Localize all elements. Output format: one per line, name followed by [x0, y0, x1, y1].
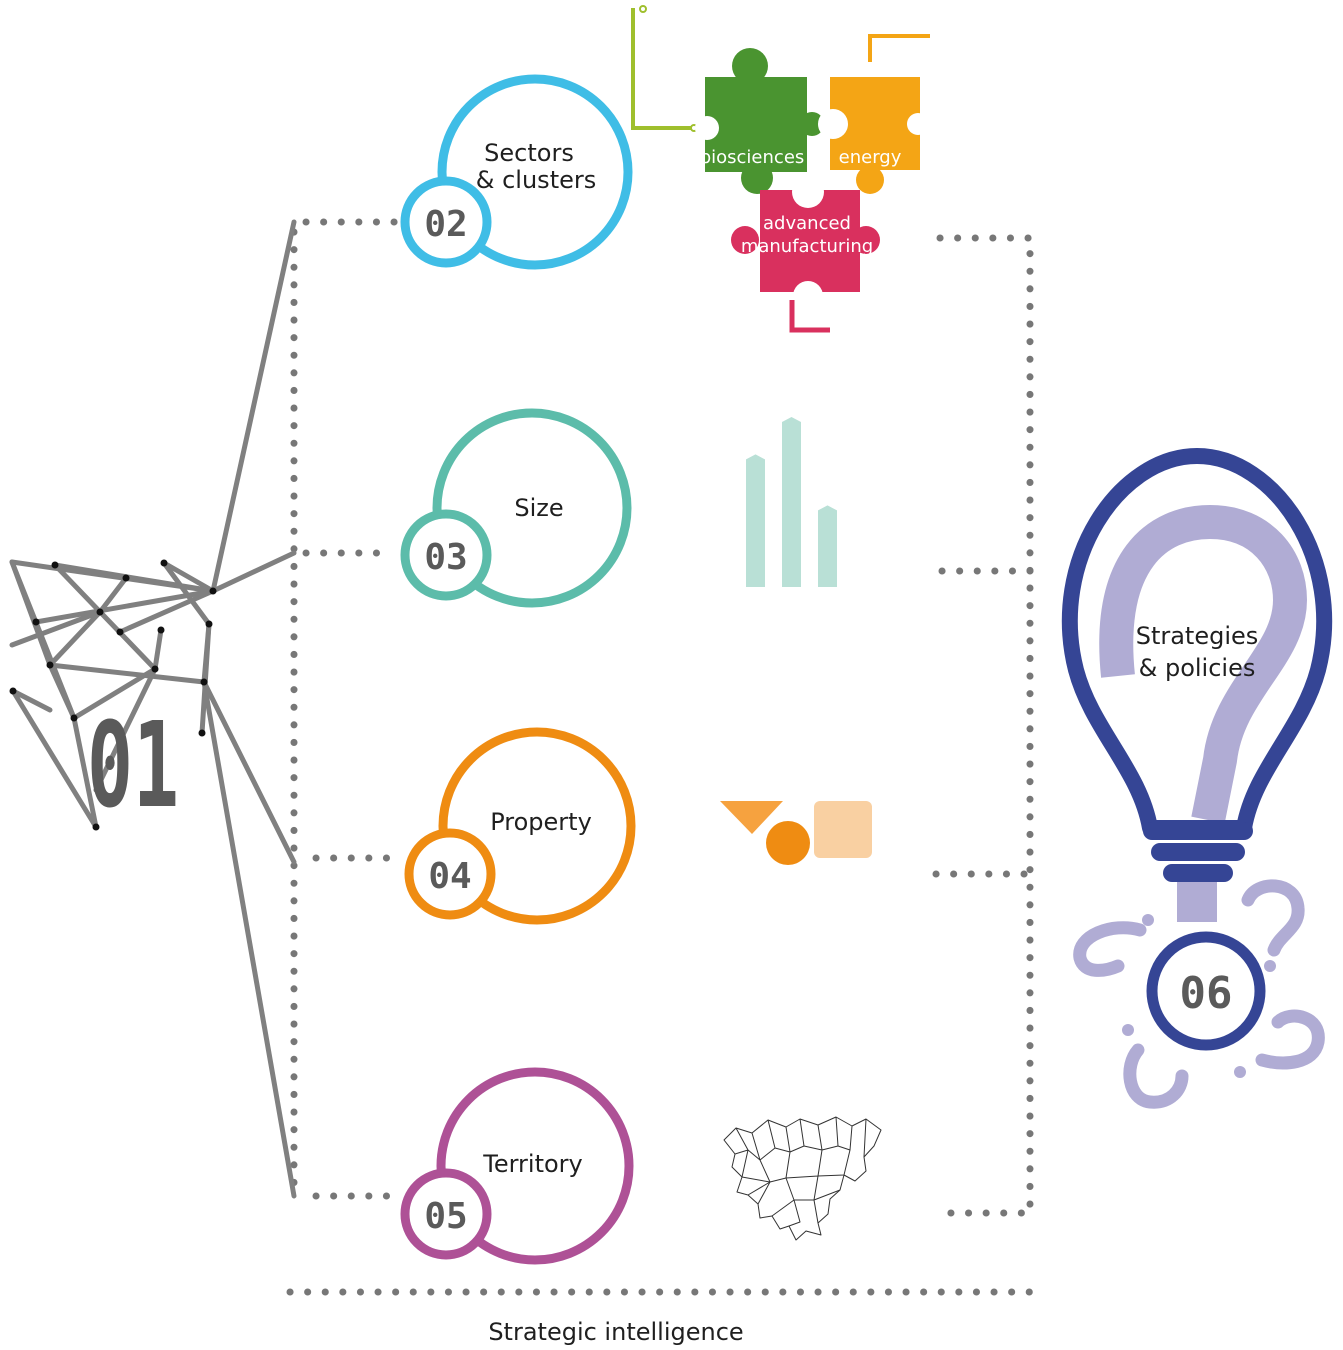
territory-map-icon [723, 1116, 882, 1241]
question-mark-icon [1073, 879, 1325, 1109]
sectors-number: 02 [424, 204, 467, 245]
size-label: Size [514, 494, 563, 522]
puzzle-bracket-magenta [789, 300, 830, 333]
outcome-strategies-policies: Strategies & policies 06 [1061, 448, 1333, 1109]
puzzle-notch [792, 176, 824, 208]
sectors-number-badge [400, 176, 492, 268]
size-bars-icon [746, 417, 837, 587]
category-sectors-clusters: 02 Sectors & clusters [400, 74, 633, 270]
property-shapes-icon [720, 801, 872, 865]
puzzle-bracket-orange [868, 34, 930, 62]
category-territory: 05 Territory [400, 1067, 634, 1265]
property-number: 04 [428, 856, 471, 897]
network-edges [9, 559, 216, 830]
property-number-badge [404, 828, 496, 920]
biosciences-label: biosciences [700, 147, 805, 168]
energy-label: energy [839, 147, 902, 168]
manufacturing-label-line-2: manufacturing [741, 236, 873, 257]
outcome-number-badge [1146, 931, 1266, 1051]
property-ring [438, 727, 636, 925]
property-triangle [720, 801, 783, 834]
lightbulb-icon [1061, 448, 1333, 922]
sectors-ring [437, 74, 633, 270]
sectors-label-line-2: & clusters [476, 166, 596, 194]
size-bar [782, 417, 801, 587]
territory-number: 05 [424, 1196, 467, 1237]
network-nodes [9, 559, 217, 831]
territory-ring [436, 1067, 634, 1265]
size-number-badge [400, 509, 492, 601]
property-label: Property [490, 808, 592, 836]
network-graph: 01 [9, 219, 297, 1199]
outcome-number: 06 [1180, 968, 1233, 1019]
outcome-label-line-2: & policies [1139, 654, 1256, 682]
puzzle-pieces: biosciences energy advanced manufacturin… [631, 5, 930, 333]
territory-label: Territory [482, 1150, 583, 1178]
question-mark-dots [1122, 914, 1276, 1078]
size-ring [432, 408, 632, 608]
dotted-connectors [286, 218, 1034, 1296]
size-bar [818, 505, 837, 587]
sectors-label-line-1: Sectors [484, 139, 574, 167]
puzzle-notch [907, 113, 929, 135]
size-number: 03 [424, 537, 467, 578]
outcome-label-line-1: Strategies [1136, 622, 1259, 650]
puzzle-notch [793, 281, 823, 311]
network-branch-lines [199, 219, 297, 1199]
puzzle-piece-manufacturing [731, 190, 880, 292]
puzzle-piece-biosciences [705, 48, 824, 194]
footer-label: Strategic intelligence [488, 1318, 743, 1346]
size-bar [746, 454, 765, 587]
territory-number-badge [400, 1168, 492, 1260]
property-square [814, 801, 872, 858]
puzzle-notch [818, 109, 848, 139]
puzzle-piece-energy [830, 77, 920, 194]
puzzle-bracket-green [631, 8, 693, 130]
manufacturing-label-line-1: advanced [763, 213, 851, 234]
category-size: 03 Size [400, 408, 632, 608]
property-circle [766, 821, 810, 865]
puzzle-notch [695, 116, 719, 140]
start-number: 01 [87, 696, 179, 834]
category-property: 04 Property [404, 727, 636, 925]
